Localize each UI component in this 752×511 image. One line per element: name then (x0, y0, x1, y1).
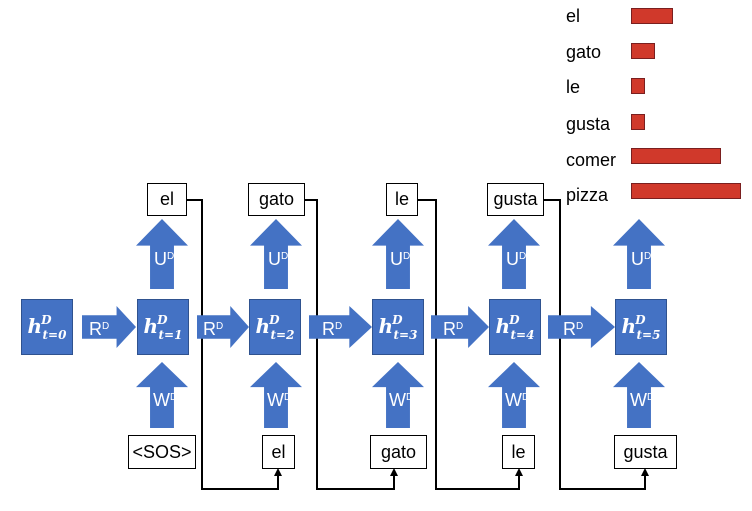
output-weight-label-5: UD (631, 249, 652, 269)
hidden-state-t2: hDt=2 (249, 299, 301, 355)
bar-le (631, 78, 645, 94)
input-weight-label-2: WD (267, 390, 292, 410)
hidden-state-t1: hDt=1 (137, 299, 189, 355)
recurrent-label-4: RD (443, 319, 464, 339)
input-word-2: gato (370, 435, 427, 469)
input-word-3: le (502, 435, 535, 469)
input-word-4: gusta (614, 435, 677, 469)
feedback-wire-3 (417, 199, 523, 490)
feedback-wire-2 (304, 199, 398, 490)
feedback-wire-4 (543, 199, 649, 490)
recurrent-label-1: RD (89, 319, 110, 339)
hidden-state-t0: hDt=0 (21, 299, 73, 355)
output-weight-label-1: UD (154, 249, 175, 269)
hidden-state-t4: hDt=4 (489, 299, 541, 355)
bar-comer (631, 148, 721, 164)
bar-gato (631, 43, 655, 59)
output-weight-label-2: UD (268, 249, 289, 269)
input-word-1: el (262, 435, 295, 469)
input-weight-label-1: WD (153, 390, 178, 410)
bar-el (631, 8, 673, 24)
output-weight-label-3: UD (390, 249, 411, 269)
input-weight-label-4: WD (505, 390, 530, 410)
bar-label-le: le (566, 77, 581, 97)
bar-label-comer: comer (566, 150, 617, 170)
input-weight-label-5: WD (630, 390, 655, 410)
recurrent-label-2: RD (203, 319, 224, 339)
feedback-wire-1 (186, 199, 282, 490)
bar-label-pizza: pizza (566, 185, 609, 205)
recurrent-label-3: RD (322, 319, 343, 339)
hidden-state-t5: hDt=5 (615, 299, 667, 355)
bar-label-gato: gato (566, 42, 602, 62)
input-word-0: <SOS> (128, 435, 196, 469)
bar-gusta (631, 114, 645, 130)
recurrent-label-5: RD (563, 319, 584, 339)
hidden-state-t3: hDt=3 (372, 299, 424, 355)
bar-label-gusta: gusta (566, 114, 611, 134)
output-word-4: gusta (487, 183, 544, 216)
input-weight-label-3: WD (389, 390, 414, 410)
output-weight-label-4: UD (506, 249, 527, 269)
output-word-3: le (386, 183, 418, 216)
bar-label-el: el (566, 6, 581, 26)
output-word-1: el (147, 183, 187, 216)
output-word-2: gato (248, 183, 305, 216)
bar-pizza (631, 183, 741, 199)
